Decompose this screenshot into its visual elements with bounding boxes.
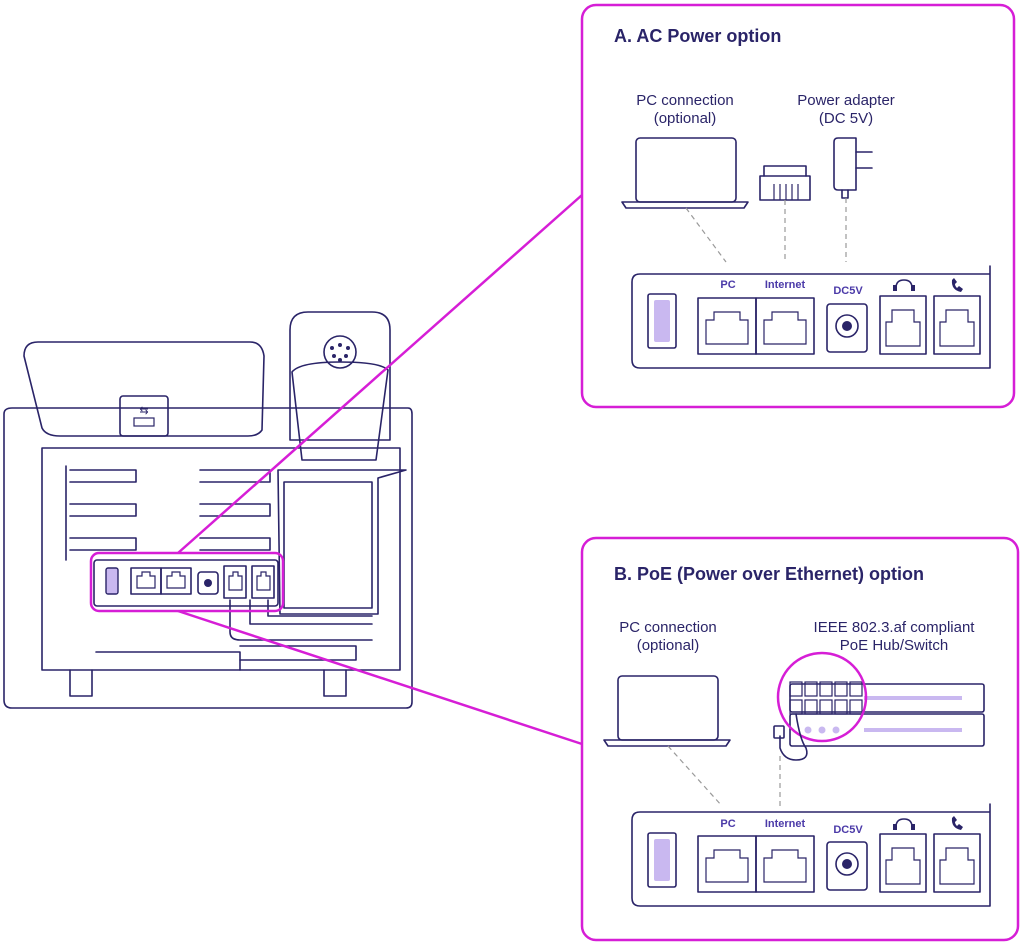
phone-rear-view: ⇆	[3, 311, 413, 709]
panel-b-poe: B. PoE (Power over Ethernet) option PC c…	[580, 536, 1020, 942]
panel-b-switch-caption-1: IEEE 802.3.af compliant	[814, 619, 976, 636]
laptop-icon	[621, 137, 749, 209]
vent-slots	[65, 465, 271, 561]
panel-a-title: A. AC Power option	[614, 26, 781, 46]
svg-text:⇆: ⇆	[139, 405, 148, 417]
power-adapter-icon	[833, 137, 873, 199]
panel-a-port-panel: PC Internet DC5V	[631, 265, 991, 369]
panel-b-internet-port-label: Internet	[765, 818, 806, 830]
phone-port-strip	[93, 559, 279, 607]
panel-b-port-panel: PC Internet DC5V	[631, 803, 991, 907]
panel-a-internet-port-label: Internet	[765, 279, 806, 291]
handset-cradle	[289, 311, 391, 461]
panel-b-title: B. PoE (Power over Ethernet) option	[614, 564, 924, 584]
panel-a-pc-port-label: PC	[720, 279, 735, 291]
ethernet-plug-icon	[759, 165, 811, 201]
panel-a-adapter-caption-1: Power adapter	[797, 92, 895, 109]
headset-icon	[893, 818, 915, 830]
panel-b-switch-caption-2: PoE Hub/Switch	[840, 637, 948, 654]
panel-a-pc-caption-2: (optional)	[654, 110, 717, 127]
panel-b-pc-caption-2: (optional)	[637, 637, 700, 654]
panel-a-ac-power: A. AC Power option PC connection (option…	[580, 3, 1016, 409]
handset-icon	[951, 278, 963, 292]
handset-icon	[951, 816, 963, 830]
stand-usb-port: ⇆	[119, 395, 169, 437]
panel-b-pc-port-label: PC	[720, 818, 735, 830]
panel-b-dc5v-port-label: DC5V	[833, 824, 863, 836]
panel-a-pc-caption-1: PC connection	[636, 92, 734, 109]
laptop-icon	[603, 675, 731, 747]
poe-switch-icon	[773, 651, 985, 761]
panel-a-dc5v-port-label: DC5V	[833, 285, 863, 297]
callout-highlight	[89, 194, 583, 746]
panel-a-adapter-caption-2: (DC 5V)	[819, 110, 873, 127]
headset-icon	[893, 279, 915, 291]
panel-b-pc-caption-1: PC connection	[619, 619, 717, 636]
